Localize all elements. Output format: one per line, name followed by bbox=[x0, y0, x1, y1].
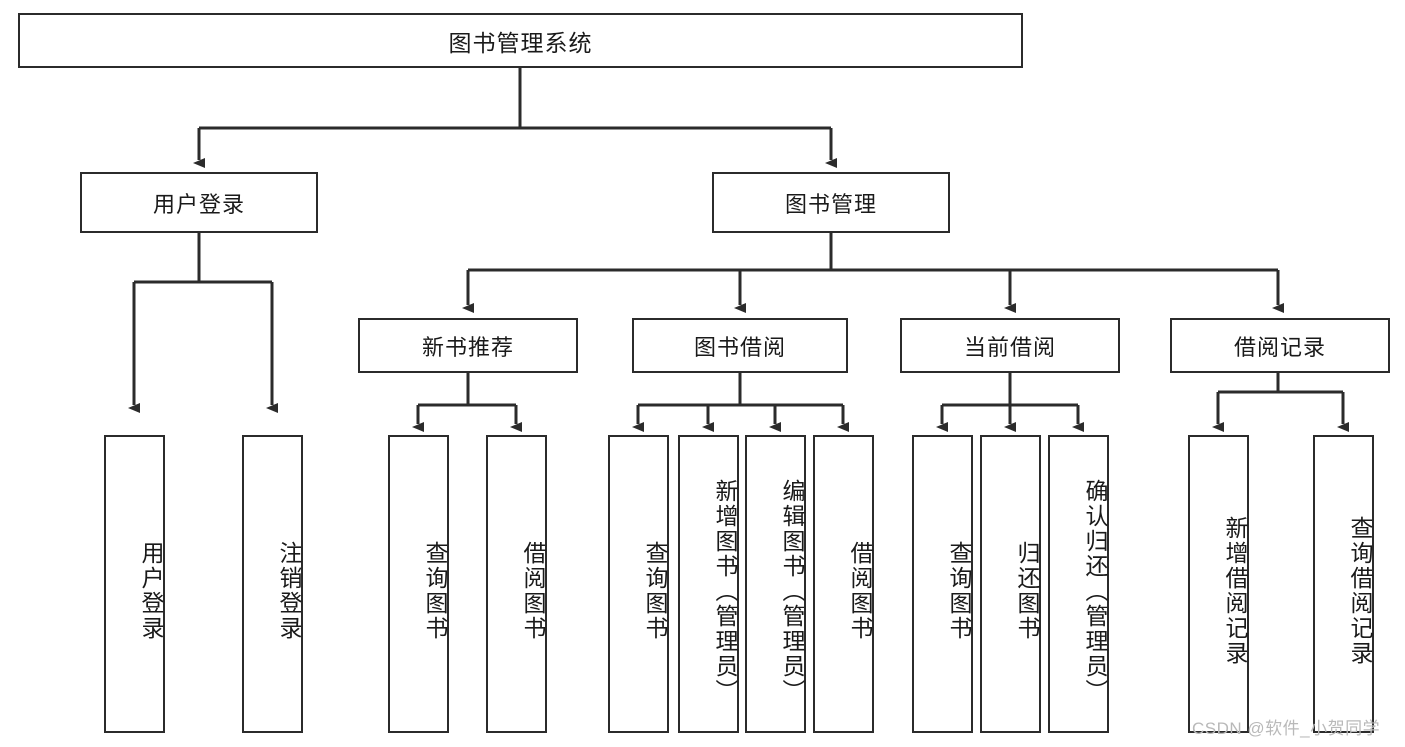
node-label: 用户登录 bbox=[152, 191, 245, 217]
node-label: 查询借阅记录 bbox=[1347, 516, 1373, 666]
node-leaf-borrow-book-recommend[interactable]: 借阅图书 bbox=[486, 435, 547, 733]
node-leaf-borrow-book[interactable]: 借阅图书 bbox=[813, 435, 874, 733]
node-label: 注销登录 bbox=[276, 541, 302, 641]
node-label: 新增图书（管理员） bbox=[712, 478, 738, 704]
node-new-book-recommend[interactable]: 新书推荐 bbox=[358, 318, 578, 373]
node-leaf-confirm-return-admin[interactable]: 确认归还（管理员） bbox=[1048, 435, 1109, 733]
node-label: 借阅图书 bbox=[520, 541, 546, 641]
node-label: 借阅记录 bbox=[1233, 334, 1326, 360]
node-leaf-return-book[interactable]: 归还图书 bbox=[980, 435, 1041, 733]
node-leaf-query-book-current[interactable]: 查询图书 bbox=[912, 435, 973, 733]
node-user-login[interactable]: 用户登录 bbox=[80, 172, 318, 233]
node-leaf-query-book[interactable]: 查询图书 bbox=[608, 435, 669, 733]
node-root-book-management-system[interactable]: 图书管理系统 bbox=[18, 13, 1023, 68]
node-leaf-add-borrow-record[interactable]: 新增借阅记录 bbox=[1188, 435, 1249, 733]
node-label: 查询图书 bbox=[422, 541, 448, 641]
node-leaf-query-borrow-record[interactable]: 查询借阅记录 bbox=[1313, 435, 1374, 733]
watermark-text: CSDN @软件_小贺同学 bbox=[1192, 719, 1381, 738]
node-label: 当前借阅 bbox=[963, 334, 1056, 360]
node-book-borrow[interactable]: 图书借阅 bbox=[632, 318, 848, 373]
node-label: 归还图书 bbox=[1014, 541, 1040, 641]
node-label: 查询图书 bbox=[642, 541, 668, 641]
node-label: 图书管理 bbox=[784, 191, 877, 217]
node-leaf-edit-book-admin[interactable]: 编辑图书（管理员） bbox=[745, 435, 806, 733]
node-current-borrow[interactable]: 当前借阅 bbox=[900, 318, 1120, 373]
node-leaf-user-login[interactable]: 用户登录 bbox=[104, 435, 165, 733]
node-label: 确认归还（管理员） bbox=[1082, 478, 1108, 704]
node-label: 查询图书 bbox=[946, 541, 972, 641]
node-leaf-logout[interactable]: 注销登录 bbox=[242, 435, 303, 733]
node-leaf-add-book-admin[interactable]: 新增图书（管理员） bbox=[678, 435, 739, 733]
node-label: 用户登录 bbox=[138, 541, 164, 641]
node-label: 新书推荐 bbox=[421, 334, 514, 360]
node-label: 借阅图书 bbox=[847, 541, 873, 641]
node-label: 新增借阅记录 bbox=[1222, 516, 1248, 666]
node-label: 图书管理系统 bbox=[448, 29, 593, 56]
node-borrow-record[interactable]: 借阅记录 bbox=[1170, 318, 1390, 373]
node-label: 编辑图书（管理员） bbox=[779, 478, 805, 704]
node-leaf-query-book-recommend[interactable]: 查询图书 bbox=[388, 435, 449, 733]
node-label: 图书借阅 bbox=[693, 334, 786, 360]
node-book-management[interactable]: 图书管理 bbox=[712, 172, 950, 233]
